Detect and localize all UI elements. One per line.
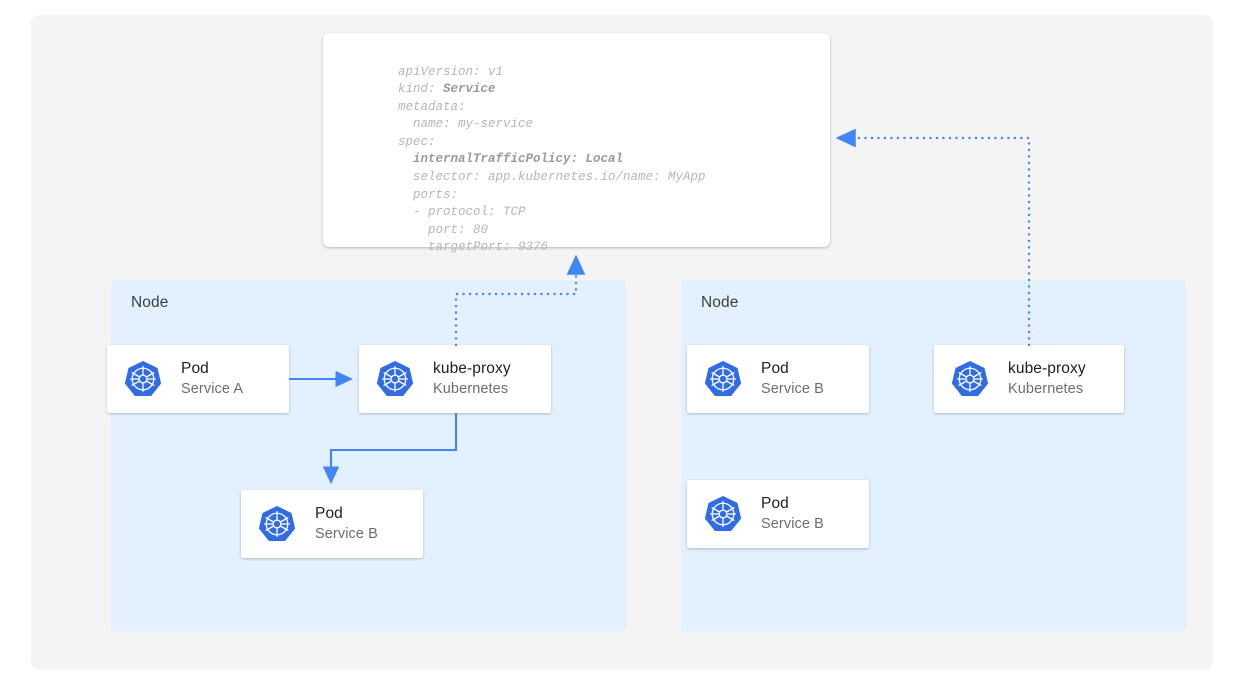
card-title: Pod xyxy=(181,360,209,377)
card-pod-b-right-top[interactable]: Pod Service B xyxy=(687,345,869,413)
card-title: Pod xyxy=(315,505,343,522)
node-label-left: Node xyxy=(131,294,169,311)
node-box-right: Node xyxy=(681,280,1186,631)
card-text: kube-proxy Kubernetes xyxy=(1008,359,1086,399)
card-pod-a[interactable]: Pod Service A xyxy=(107,345,289,413)
card-text: Pod Service B xyxy=(761,359,824,399)
card-title: kube-proxy xyxy=(433,360,511,377)
card-title: kube-proxy xyxy=(1008,360,1086,377)
yaml-keyword: Service xyxy=(443,82,496,97)
card-subtitle: Kubernetes xyxy=(433,381,509,397)
card-text: Pod Service A xyxy=(181,359,243,399)
yaml-keyword: internalTrafficPolicy: Local xyxy=(413,152,624,167)
card-subtitle: Service B xyxy=(761,381,824,397)
card-title: Pod xyxy=(761,495,789,512)
card-title: Pod xyxy=(761,360,789,377)
service-manifest-code: apiVersion: v1 kind: Service metadata: n… xyxy=(398,64,706,255)
card-kube-proxy-right[interactable]: kube-proxy Kubernetes xyxy=(934,345,1124,413)
card-subtitle: Service B xyxy=(761,516,824,532)
node-label-right: Node xyxy=(701,294,739,311)
card-kube-proxy-left[interactable]: kube-proxy Kubernetes xyxy=(359,345,551,413)
card-text: Pod Service B xyxy=(315,504,378,544)
card-text: Pod Service B xyxy=(761,494,824,534)
kubernetes-icon xyxy=(951,361,989,396)
card-pod-b-right-bottom[interactable]: Pod Service B xyxy=(687,480,869,548)
kubernetes-icon xyxy=(704,361,742,396)
kubernetes-icon xyxy=(704,496,742,531)
card-text: kube-proxy Kubernetes xyxy=(433,359,511,399)
node-box-left: Node xyxy=(111,280,626,631)
card-subtitle: Kubernetes xyxy=(1008,381,1084,397)
kubernetes-icon xyxy=(258,506,296,541)
service-manifest-card: apiVersion: v1 kind: Service metadata: n… xyxy=(323,33,830,254)
card-subtitle: Service A xyxy=(181,381,244,397)
card-subtitle: Service B xyxy=(315,526,378,542)
kubernetes-icon xyxy=(376,361,414,396)
card-pod-b-left[interactable]: Pod Service B xyxy=(241,490,423,558)
kubernetes-icon xyxy=(124,361,162,396)
